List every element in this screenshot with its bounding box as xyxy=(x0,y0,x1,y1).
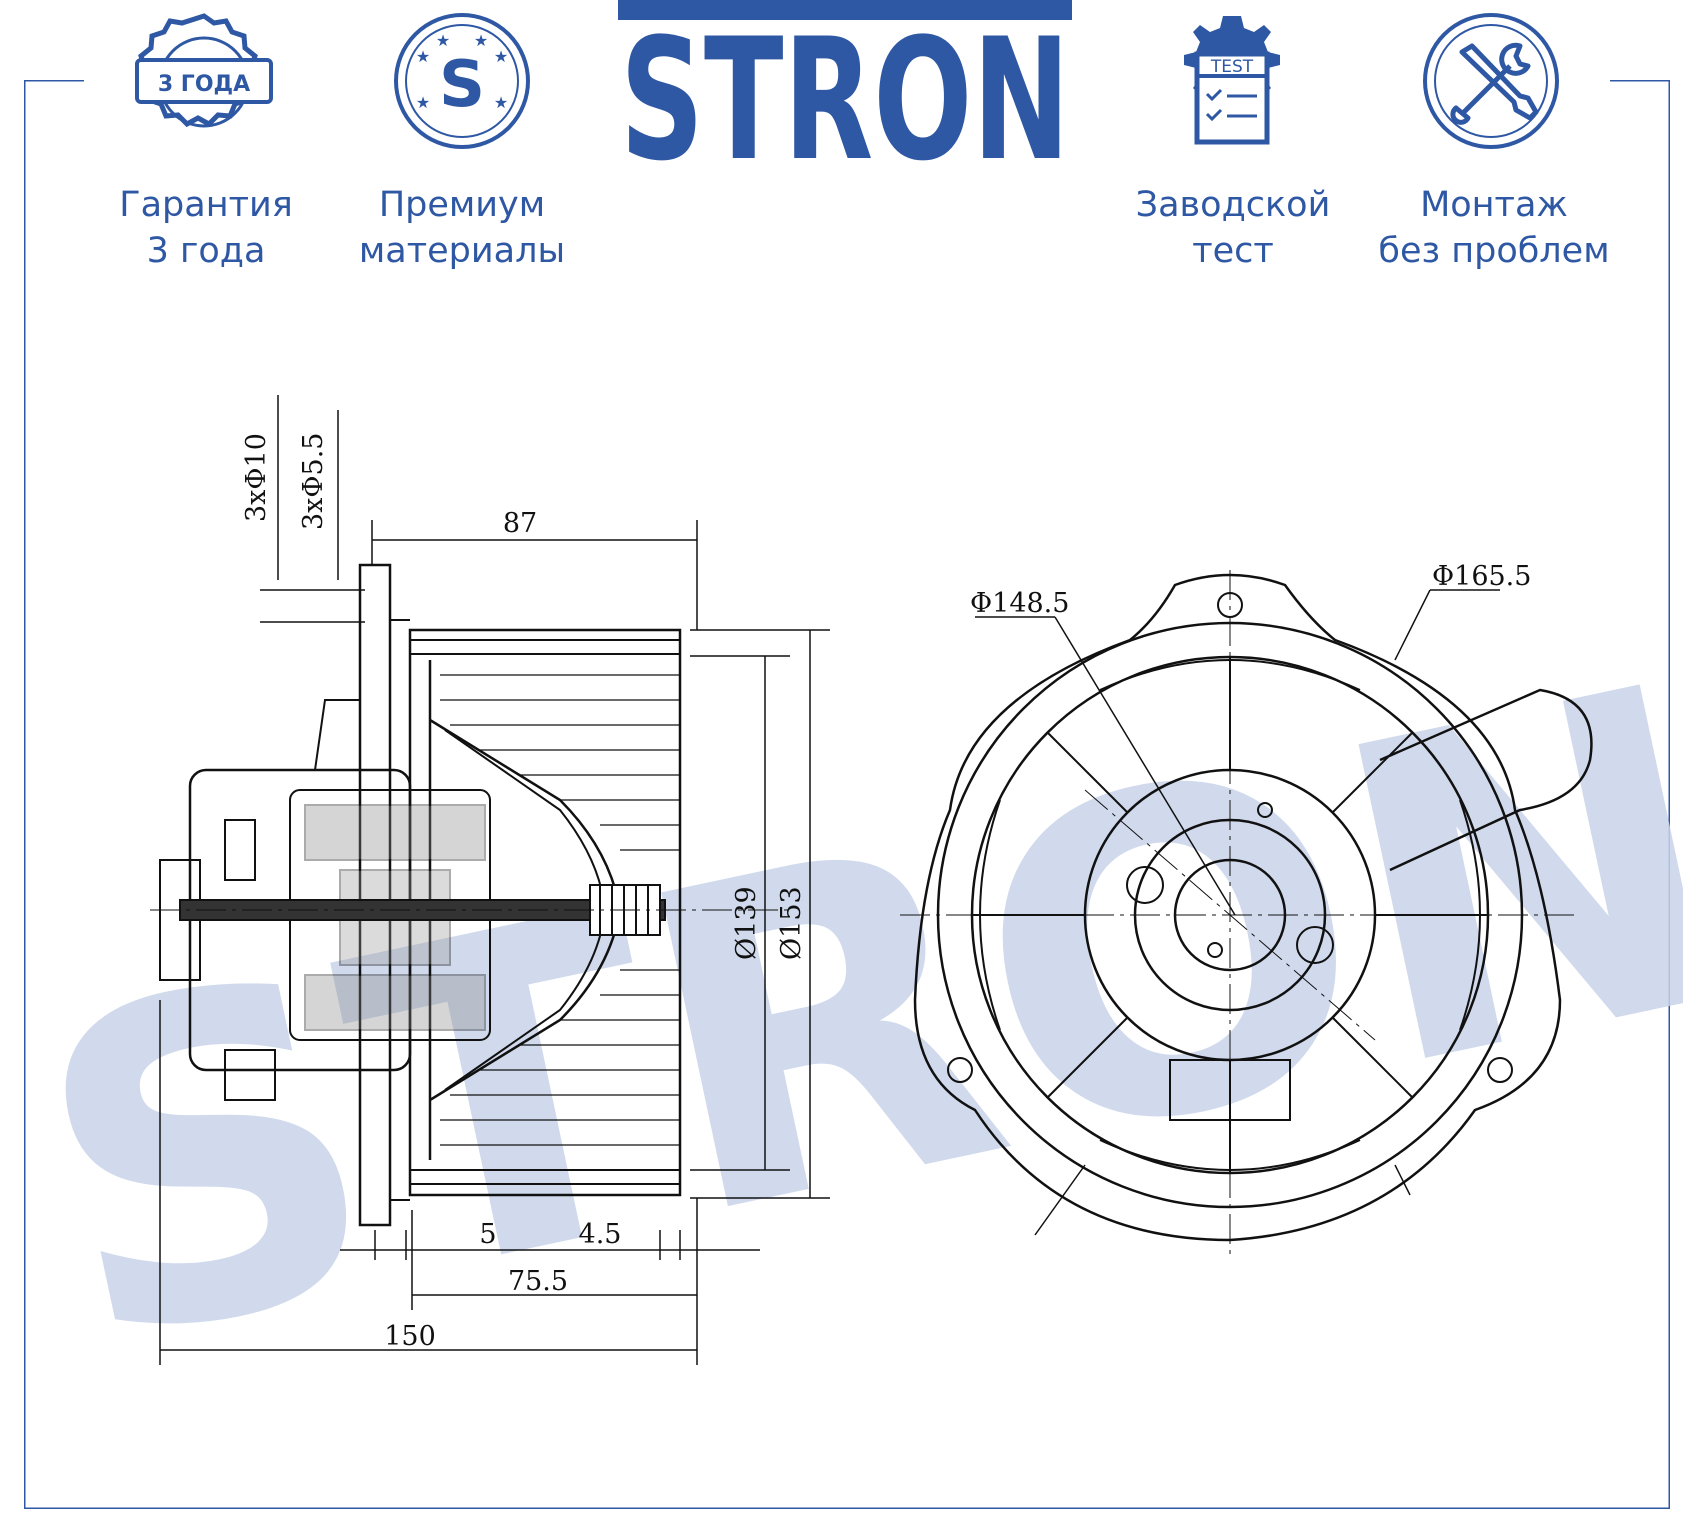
stron-watermark: STRON xyxy=(0,591,1683,1445)
premium-s-stars-icon: ★ ★ ★ ★ ★ ★ S xyxy=(394,13,530,149)
svg-text:★: ★ xyxy=(436,31,450,50)
dim-width-total: 150 xyxy=(384,1321,436,1352)
svg-text:★: ★ xyxy=(494,47,508,66)
watermark-text: STRON xyxy=(0,591,1683,1445)
premium-badge-text: S xyxy=(439,48,485,122)
dim-hole-large: 3xΦ5.5 xyxy=(298,433,329,530)
feature-premium-line2: материалы xyxy=(358,231,566,271)
svg-text:★: ★ xyxy=(416,47,430,66)
side-view-dimensions xyxy=(159,395,830,1365)
dim-depth-top: 87 xyxy=(503,508,537,539)
feature-warranty-line1: Гарантия xyxy=(119,185,293,225)
feature-tools-line1: Монтаж xyxy=(1420,185,1568,225)
feature-test-line1: Заводской xyxy=(1135,185,1331,225)
dim-dia-inner: Ø139 xyxy=(731,886,762,960)
front-view-dimensions xyxy=(975,589,1500,1236)
front-view xyxy=(900,570,1593,1260)
dim-dia-outer: Ø153 xyxy=(776,886,807,960)
dim-dia-ring: Φ148.5 xyxy=(970,588,1069,619)
feature-test: Заводской тест xyxy=(1118,182,1348,274)
side-view xyxy=(150,563,790,1227)
dim-width-body: 75.5 xyxy=(508,1266,568,1297)
feature-warranty-line2: 3 года xyxy=(146,231,266,271)
svg-text:★: ★ xyxy=(416,93,430,112)
factory-test-gear-icon: TEST xyxy=(1184,16,1280,145)
dim-hole-small: 3xΦ10 xyxy=(241,433,272,522)
dim-gap-right: 4.5 xyxy=(579,1219,622,1250)
dim-gap-left: 5 xyxy=(479,1219,496,1250)
logo-text: STRON xyxy=(620,2,1070,163)
feature-tools-line2: без проблем xyxy=(1378,231,1610,271)
feature-tools: Монтаж без проблем xyxy=(1356,182,1632,274)
feature-test-line2: тест xyxy=(1192,231,1274,271)
feature-premium-line1: Премиум xyxy=(378,185,546,225)
svg-text:★: ★ xyxy=(474,31,488,50)
feature-premium: Премиум материалы xyxy=(340,182,584,274)
tools-wrench-screwdriver-icon xyxy=(1423,13,1559,149)
test-badge-text: TEST xyxy=(1210,57,1254,77)
warranty-seal-icon: 3 ГОДА xyxy=(135,13,273,128)
warranty-badge-text: 3 ГОДА xyxy=(158,72,250,97)
svg-text:★: ★ xyxy=(494,93,508,112)
feature-warranty: Гарантия 3 года xyxy=(96,182,316,274)
stron-logo: STRON xyxy=(618,0,1072,163)
dim-dia-flange: Φ165.5 xyxy=(1432,561,1531,592)
